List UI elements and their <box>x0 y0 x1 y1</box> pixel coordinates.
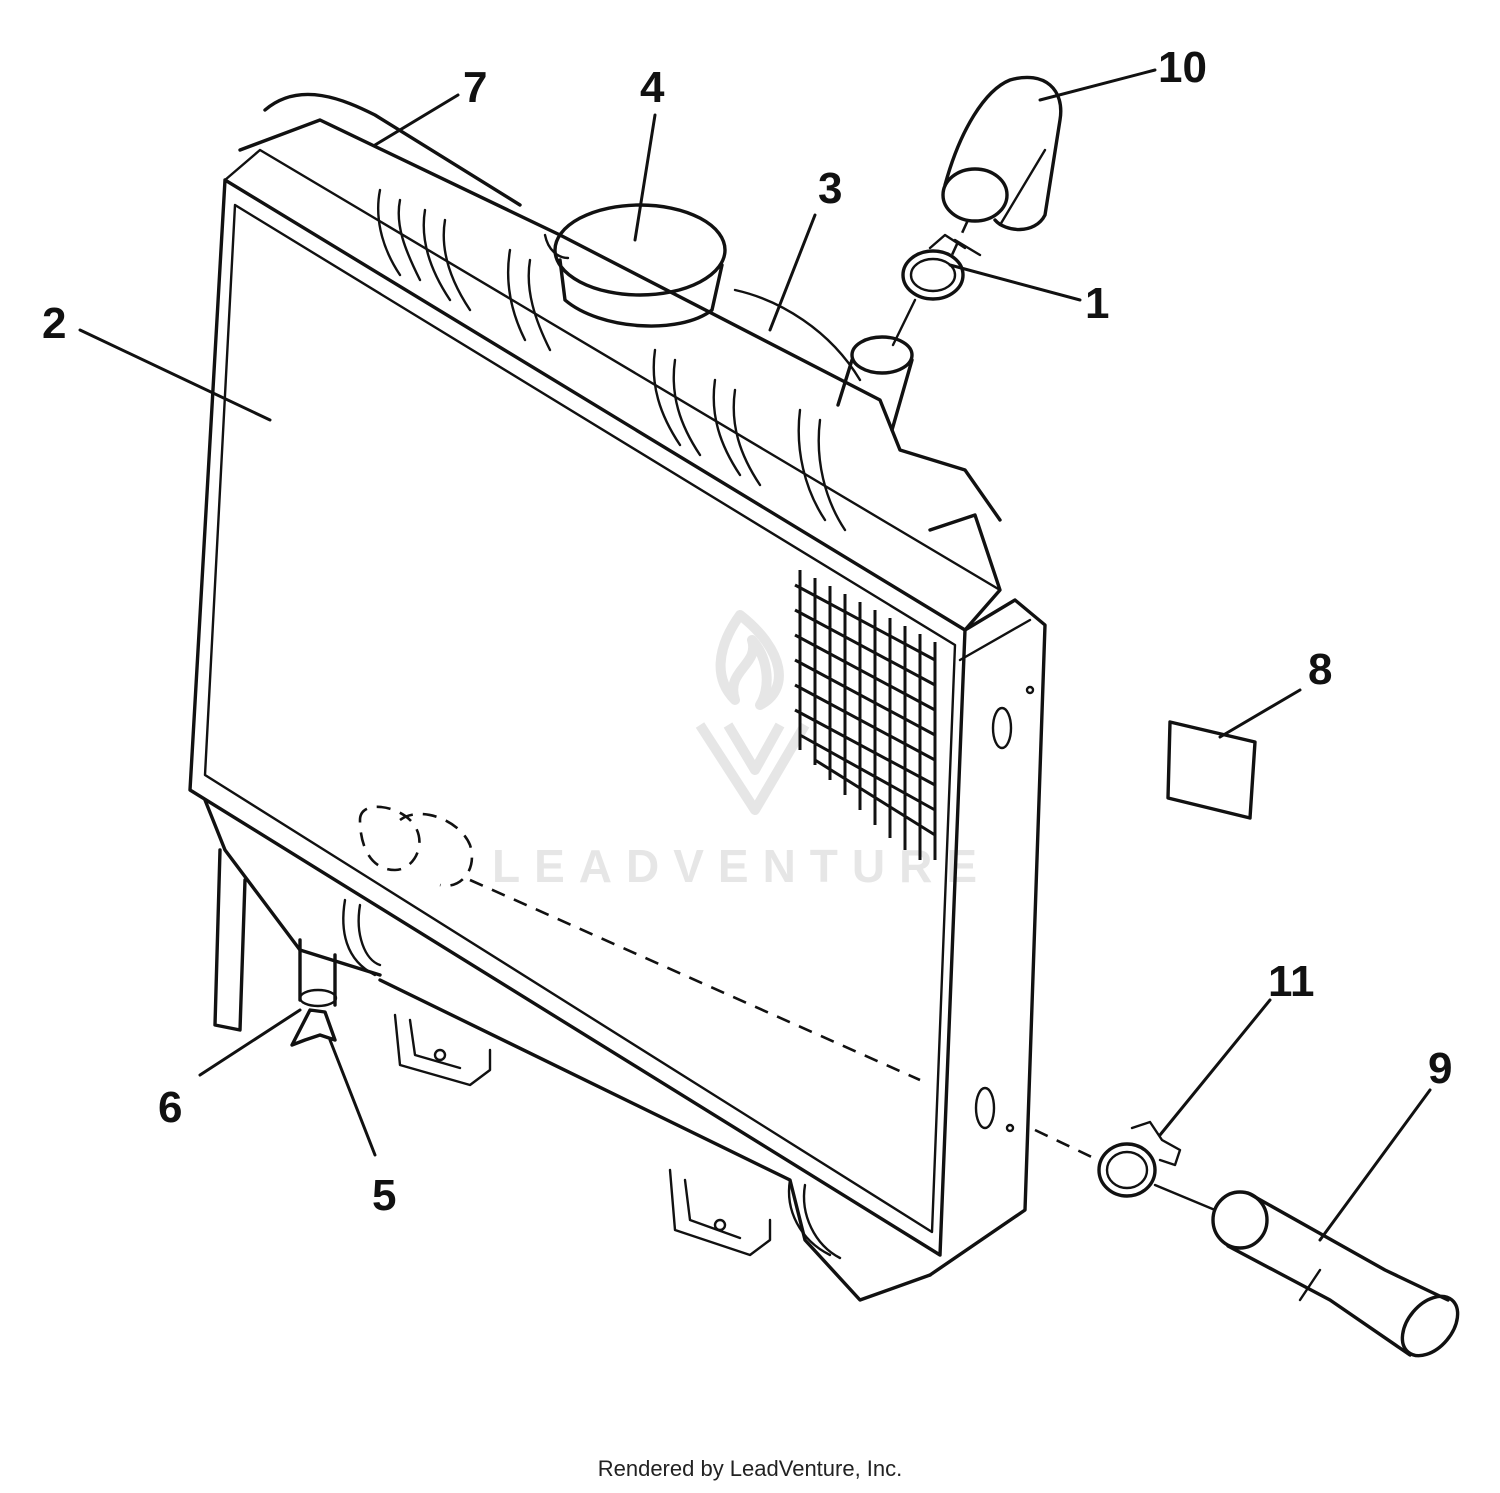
callout-3: 3 <box>818 164 842 213</box>
mounting-brackets <box>393 1013 772 1257</box>
callout-9: 9 <box>1428 1044 1452 1093</box>
core-fins <box>794 570 937 860</box>
top-tank <box>238 92 1002 532</box>
upper-hose-clamp <box>901 233 982 301</box>
leader-lines <box>78 68 1432 1242</box>
callout-11: 11 <box>1268 957 1315 1006</box>
callout-4: 4 <box>640 63 665 112</box>
side-mount-holes <box>974 685 1035 1133</box>
upper-assembly-line-2 <box>891 298 917 347</box>
lower-hose-clamp <box>1097 1120 1182 1198</box>
upper-outlet-neck <box>836 335 914 432</box>
drain-cock <box>290 938 338 1047</box>
footer-credit: Rendered by LeadVenture, Inc. <box>597 1456 903 1481</box>
callout-7: 7 <box>463 63 487 112</box>
callout-8: 8 <box>1308 645 1332 694</box>
callout-2: 2 <box>42 299 66 348</box>
bottom-tank <box>203 798 932 1302</box>
hidden-drain-outline <box>358 805 921 1082</box>
radiator-core <box>188 148 1047 1277</box>
upper-hose <box>941 75 1063 232</box>
decal <box>1166 720 1257 820</box>
watermark-text: LEADVENTURE <box>492 840 991 892</box>
lower-assembly-lines <box>1034 1128 1217 1212</box>
callout-numbers: 1 2 3 4 5 6 7 8 9 10 11 <box>42 43 1452 1220</box>
callout-1: 1 <box>1085 279 1109 328</box>
callout-5: 5 <box>372 1171 396 1220</box>
watermark-logo: LEADVENTURE <box>492 610 991 892</box>
lower-hose <box>1211 1190 1460 1358</box>
callout-10: 10 <box>1158 43 1207 92</box>
upper-assembly-line <box>950 219 970 256</box>
callout-6: 6 <box>158 1083 182 1132</box>
